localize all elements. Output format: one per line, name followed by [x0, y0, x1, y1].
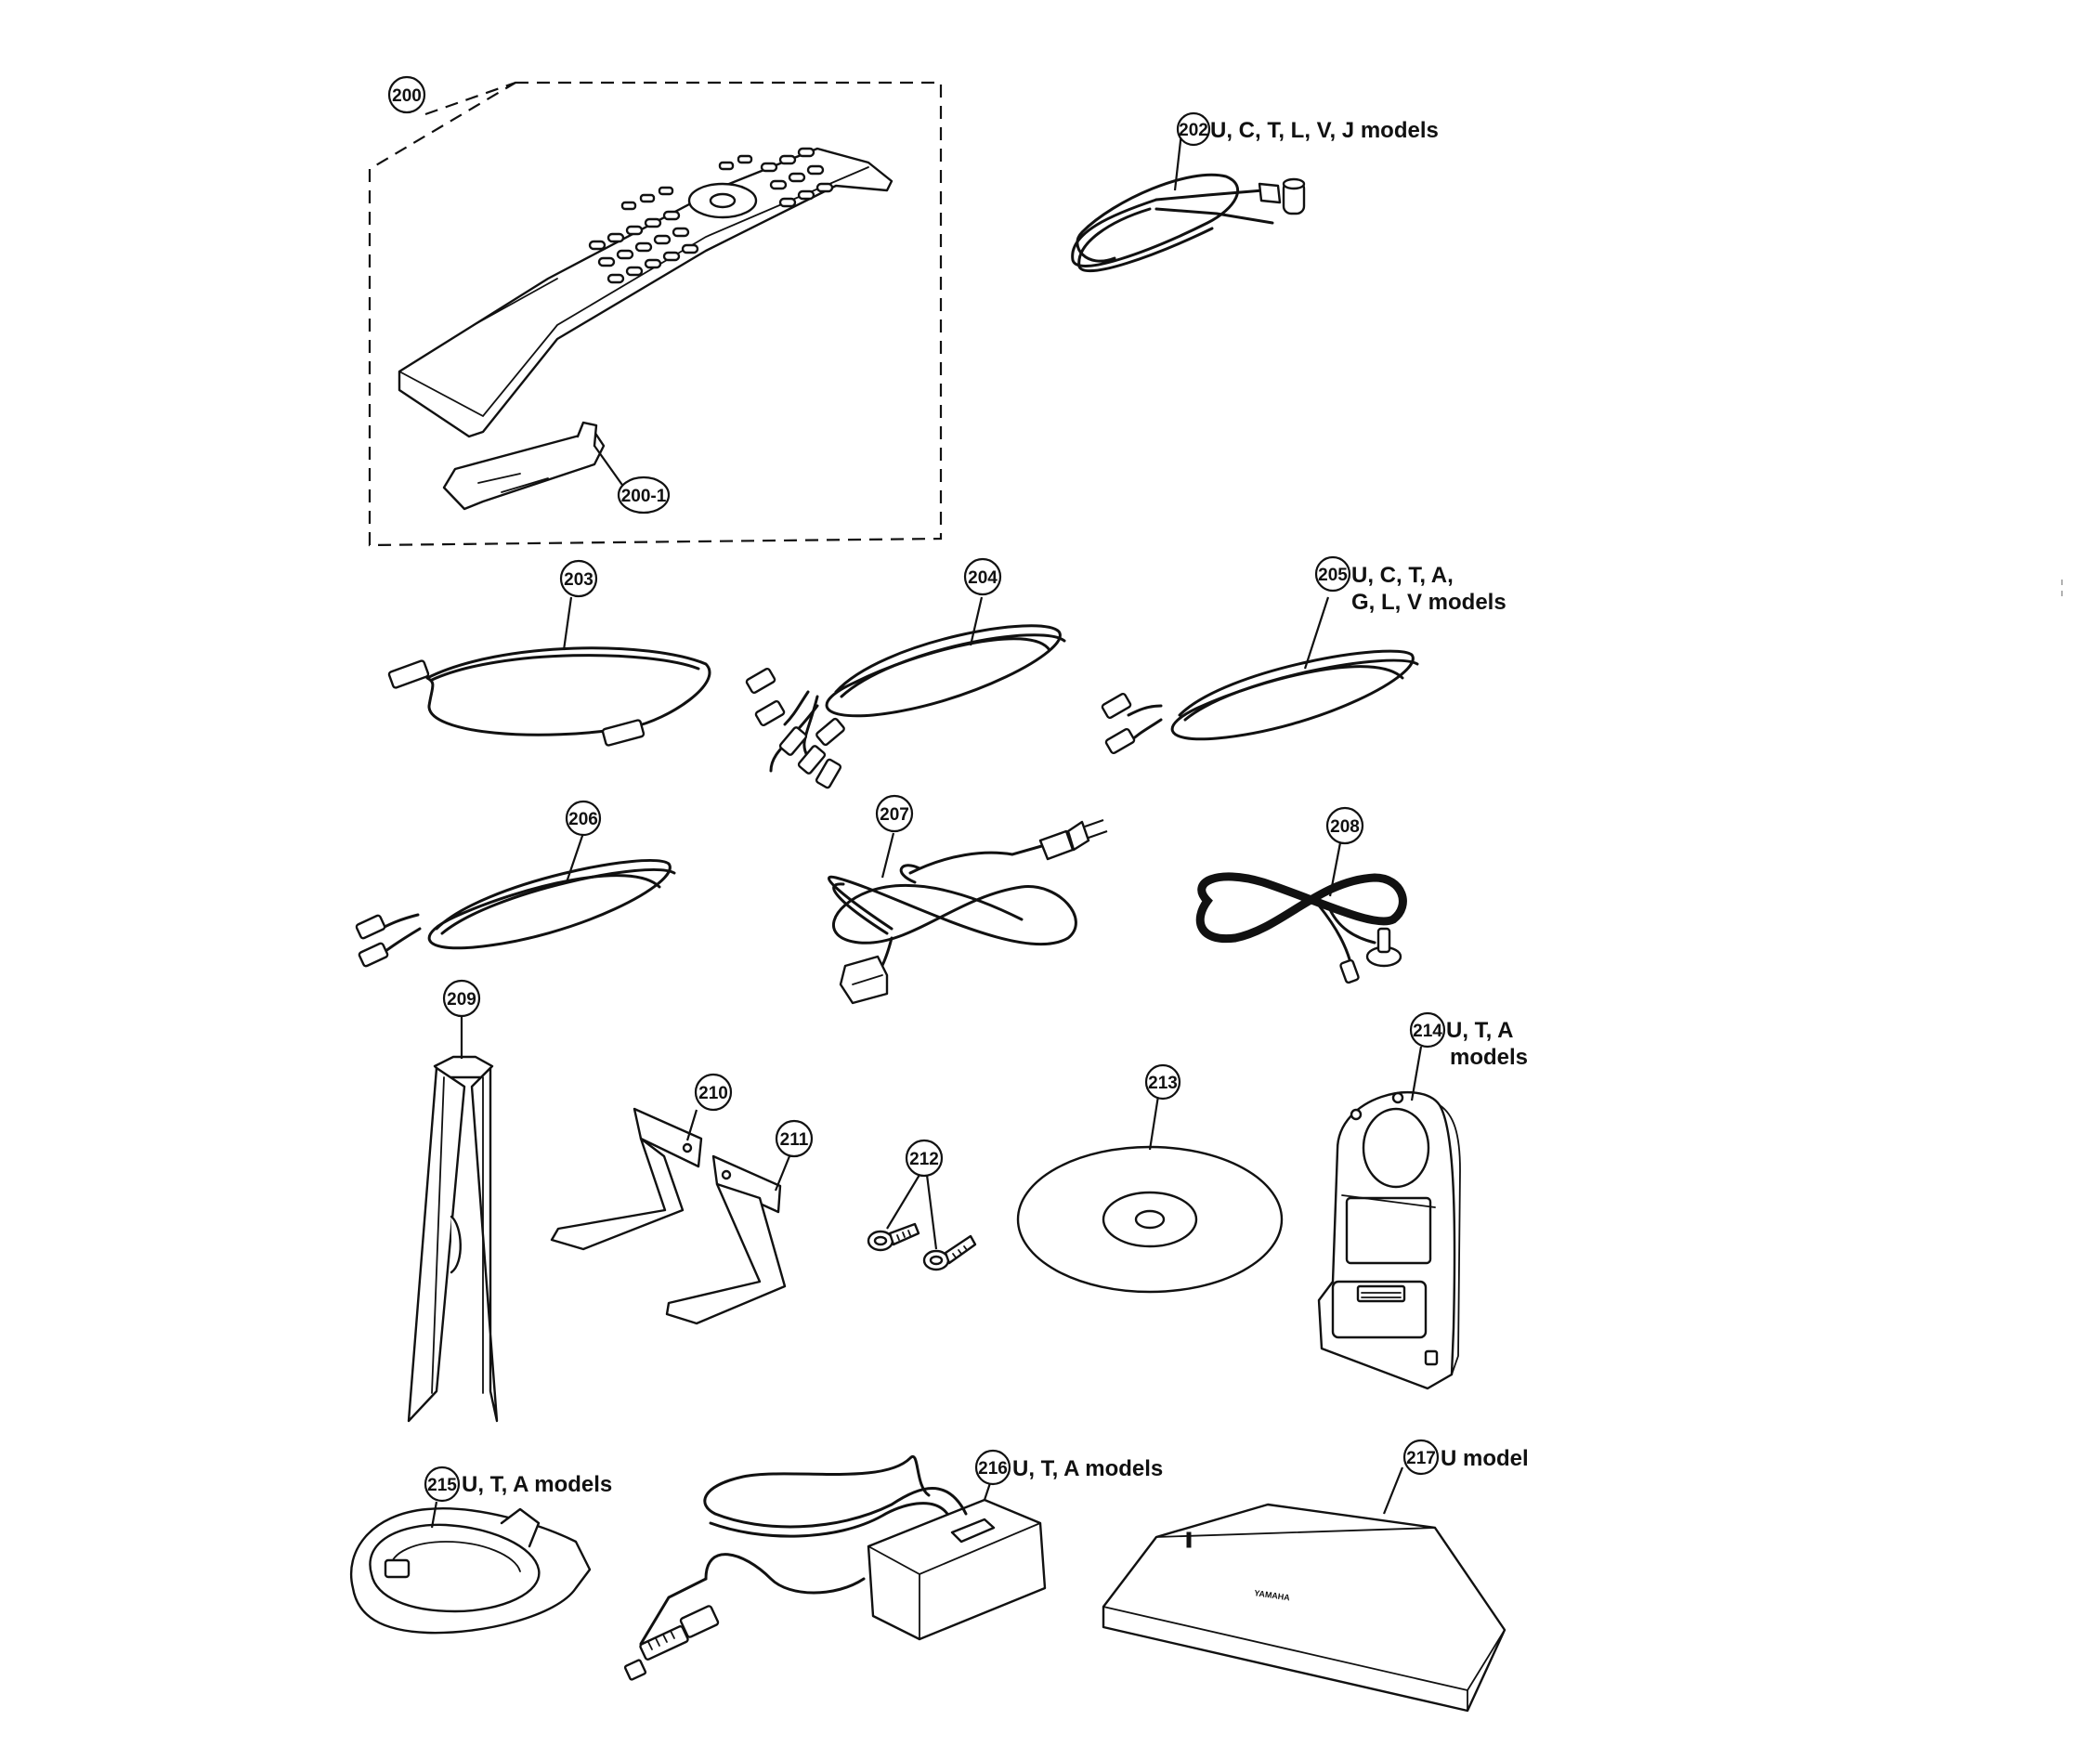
- note-214-line1: U, T, A: [1446, 1018, 1513, 1043]
- callout-213: 213: [1144, 1063, 1181, 1101]
- callout-216: 216: [974, 1449, 1011, 1486]
- av-cable-206: [355, 832, 676, 968]
- screws-212: [867, 1174, 977, 1271]
- note-205-line1: U, C, T, A,: [1351, 563, 1454, 588]
- callout-204-label: 204: [968, 568, 998, 588]
- note-202: U, C, T, L, V, J models: [1210, 118, 1439, 143]
- callout-209-label: 209: [447, 990, 476, 1010]
- callout-212: 212: [905, 1139, 944, 1178]
- note-214-line2: models: [1450, 1045, 1528, 1070]
- callout-214: 214: [1409, 1011, 1446, 1049]
- callout-209: 209: [442, 979, 481, 1018]
- callout-210: 210: [694, 1073, 733, 1112]
- stand-209: [407, 1015, 499, 1423]
- callout-205-label: 205: [1318, 566, 1348, 585]
- callout-200-1-label: 200-1: [621, 487, 667, 506]
- remote-control-group: [368, 81, 943, 547]
- callout-200-label: 200: [392, 86, 422, 106]
- am-antenna-208: [1195, 832, 1407, 984]
- callout-214-label: 214: [1413, 1022, 1442, 1041]
- note-217: U model: [1441, 1446, 1529, 1471]
- bracket-210: [550, 1107, 703, 1251]
- cd-213: [1016, 1095, 1284, 1294]
- callout-203: 203: [559, 559, 598, 598]
- callout-202-label: 202: [1179, 121, 1208, 140]
- callout-217: 217: [1402, 1439, 1440, 1476]
- note-216: U, T, A models: [1012, 1456, 1163, 1481]
- dock-adapter-215: [349, 1501, 592, 1635]
- callout-217-label: 217: [1406, 1449, 1436, 1468]
- callout-207: 207: [875, 794, 914, 833]
- callout-211: 211: [775, 1119, 814, 1158]
- av-cable-204: [745, 596, 1066, 789]
- callout-200-1: 200-1: [617, 476, 671, 515]
- callout-211-label: 211: [780, 1130, 809, 1150]
- callout-215-label: 215: [427, 1476, 457, 1495]
- callout-215: 215: [424, 1466, 461, 1503]
- ac-adaptor-216: [623, 1454, 1047, 1681]
- callout-212-label: 212: [909, 1150, 939, 1169]
- antenna-202: [1071, 132, 1306, 273]
- note-205-line2: G, L, V models: [1351, 590, 1507, 615]
- remote-group-dashed-frame: [368, 81, 943, 547]
- av-cable-205: [1101, 596, 1419, 755]
- remote-buttons: [588, 147, 834, 284]
- callout-210-label: 210: [698, 1084, 728, 1103]
- callout-206: 206: [565, 800, 602, 837]
- optical-cable-203: [387, 596, 711, 747]
- callout-206-label: 206: [568, 810, 598, 829]
- callout-208-label: 208: [1330, 817, 1360, 837]
- callout-203-label: 203: [564, 570, 593, 590]
- power-cord-207: [828, 818, 1108, 1005]
- remote-control: [398, 147, 893, 438]
- callout-216-label: 216: [978, 1459, 1008, 1479]
- note-215: U, T, A models: [462, 1472, 612, 1497]
- base-unit-217: YAMAHA: [1102, 1466, 1507, 1713]
- dock-214: [1317, 1046, 1461, 1390]
- callout-204: 204: [963, 557, 1002, 596]
- callout-202: 202: [1176, 111, 1211, 147]
- remote-battery-cover: [442, 421, 625, 511]
- bracket-211: [665, 1151, 793, 1325]
- callout-200: 200: [387, 75, 426, 114]
- callout-213-label: 213: [1148, 1074, 1178, 1093]
- callout-207-label: 207: [880, 805, 909, 825]
- callout-205: 205: [1314, 555, 1351, 593]
- callout-208: 208: [1325, 806, 1364, 845]
